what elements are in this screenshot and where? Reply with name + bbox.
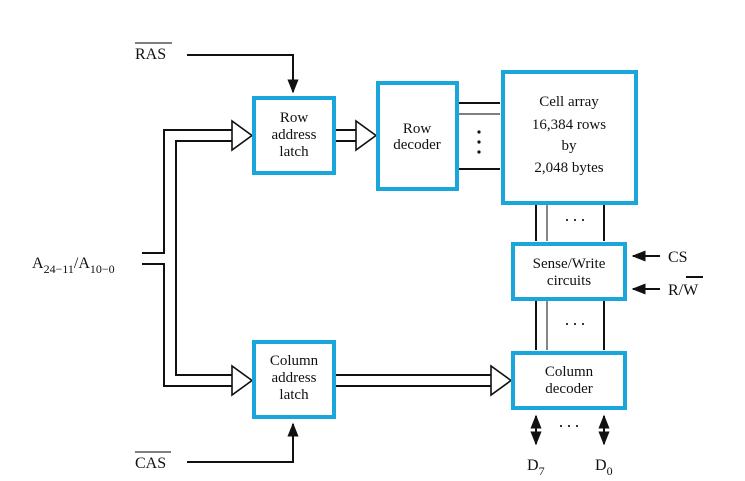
svg-text:Sense/Write: Sense/Write bbox=[533, 256, 606, 272]
row-address-latch-block: Row address latch bbox=[252, 96, 336, 175]
sense-write-block: Sense/Write circuits bbox=[511, 242, 627, 301]
svg-text:latch: latch bbox=[279, 387, 309, 403]
svg-text:Row: Row bbox=[403, 121, 432, 137]
bit-lines-ellipsis-bottom: ··· bbox=[564, 314, 588, 334]
svg-text:Column: Column bbox=[545, 364, 594, 380]
ras-label: RAS bbox=[135, 46, 166, 63]
address-separator: /A bbox=[74, 255, 90, 272]
data-lines: ··· D7 D0 bbox=[527, 414, 613, 478]
svg-text:decoder: decoder bbox=[545, 381, 592, 397]
svg-text:2,048 bytes: 2,048 bytes bbox=[534, 160, 603, 176]
cs-signal: CS bbox=[631, 249, 688, 266]
svg-text:A24−11/A10−0: A24−11/A10−0 bbox=[32, 255, 115, 276]
cas-label: CAS bbox=[135, 455, 166, 472]
svg-text:R/W: R/W bbox=[668, 282, 699, 299]
row-decoder-block: Row decoder bbox=[376, 81, 459, 191]
cas-arrow bbox=[187, 422, 299, 463]
svg-text:Column: Column bbox=[270, 353, 319, 369]
bus-to-row-outer bbox=[142, 129, 236, 254]
svg-text:circuits: circuits bbox=[547, 273, 591, 289]
cs-label: CS bbox=[668, 249, 688, 266]
address-a: A bbox=[32, 255, 44, 272]
address-bus bbox=[142, 119, 254, 397]
d7-label: D bbox=[527, 457, 539, 474]
d7-subscript: 7 bbox=[539, 464, 545, 478]
bus-inner bbox=[175, 140, 236, 376]
rw-w-label: W bbox=[683, 282, 699, 299]
address-sub-low: 10−0 bbox=[90, 262, 115, 276]
bus-arrow-row-decoder bbox=[355, 119, 378, 152]
column-address-latch-block: Column address latch bbox=[252, 340, 336, 419]
cell-array-block: Cell array 16,384 rows by 2,048 bytes bbox=[501, 70, 638, 205]
svg-text:Cell array: Cell array bbox=[539, 94, 599, 110]
data-lines-ellipsis: ··· bbox=[558, 416, 582, 436]
svg-text:by: by bbox=[562, 138, 578, 154]
svg-text:Row: Row bbox=[280, 110, 309, 126]
svg-text:address: address bbox=[272, 370, 317, 386]
ras-arrow bbox=[187, 54, 299, 94]
svg-text:address: address bbox=[272, 127, 317, 143]
bus-row-latch-to-decoder bbox=[336, 119, 378, 152]
rw-r-label: R/ bbox=[668, 282, 684, 299]
bus-col-latch-to-decoder bbox=[336, 364, 513, 397]
address-input-label: A24−11/A10−0 bbox=[32, 255, 115, 276]
bit-lines: ··· ··· bbox=[535, 205, 605, 350]
column-decoder-block: Column decoder bbox=[511, 351, 627, 410]
ras-signal: RAS bbox=[135, 42, 299, 94]
bus-arrow-col-decoder bbox=[490, 364, 513, 397]
word-lines bbox=[459, 102, 500, 170]
svg-text:D0: D0 bbox=[595, 457, 613, 478]
rw-signal: R/W bbox=[631, 276, 703, 299]
bus-to-col-outer bbox=[142, 263, 236, 387]
d0-label: D bbox=[595, 457, 607, 474]
bus-arrow-row-latch bbox=[231, 119, 254, 152]
address-sub-high: 24−11 bbox=[44, 262, 74, 276]
svg-text:decoder: decoder bbox=[393, 137, 440, 153]
svg-text:D7: D7 bbox=[527, 457, 545, 478]
bit-lines-ellipsis-top: ··· bbox=[564, 210, 588, 230]
bus-arrow-col-latch bbox=[231, 364, 254, 397]
cas-signal: CAS bbox=[135, 422, 299, 472]
svg-text:16,384 rows: 16,384 rows bbox=[532, 117, 606, 133]
d0-subscript: 0 bbox=[607, 464, 613, 478]
svg-text:latch: latch bbox=[279, 144, 309, 160]
